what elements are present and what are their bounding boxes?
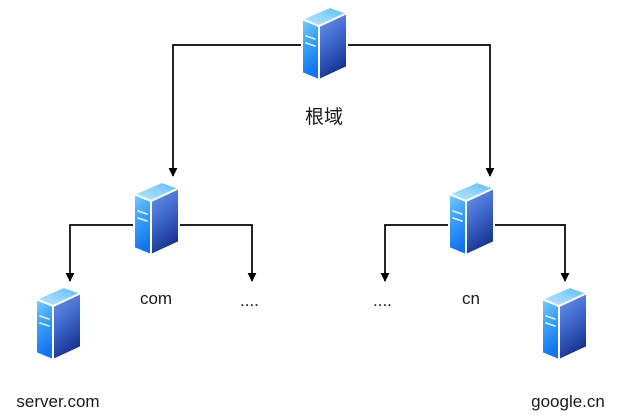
edge-cn-to-ellipsis [380, 224, 471, 282]
edge-cn-to-google-cn [471, 224, 570, 282]
node-root[interactable] [297, 5, 351, 85]
node-cn[interactable] [444, 180, 498, 260]
node-label-root: 根域 [304, 107, 343, 128]
server-icon [541, 286, 588, 361]
edge-com-to-ellipsis [156, 224, 257, 282]
server-icon [301, 6, 348, 81]
edge-root-to-cn [324, 44, 495, 177]
node-label-cn: cn [462, 289, 480, 308]
node-google-cn[interactable] [537, 285, 591, 365]
node-label-com: com [139, 289, 173, 308]
node-com[interactable] [129, 180, 183, 260]
label-cn-ellipsis: .... [373, 291, 392, 310]
node-label-server-com: server.com [16, 392, 100, 411]
server-icon [133, 181, 180, 256]
node-server-com[interactable] [31, 285, 85, 365]
node-label-google-cn: google.cn [531, 392, 605, 411]
label-com-ellipsis: .... [240, 291, 259, 310]
edge-paths [65, 44, 570, 282]
server-icon [448, 181, 495, 256]
edge-root-to-com [168, 44, 324, 177]
edge-com-to-server-com [65, 224, 156, 282]
server-icon [35, 286, 82, 361]
